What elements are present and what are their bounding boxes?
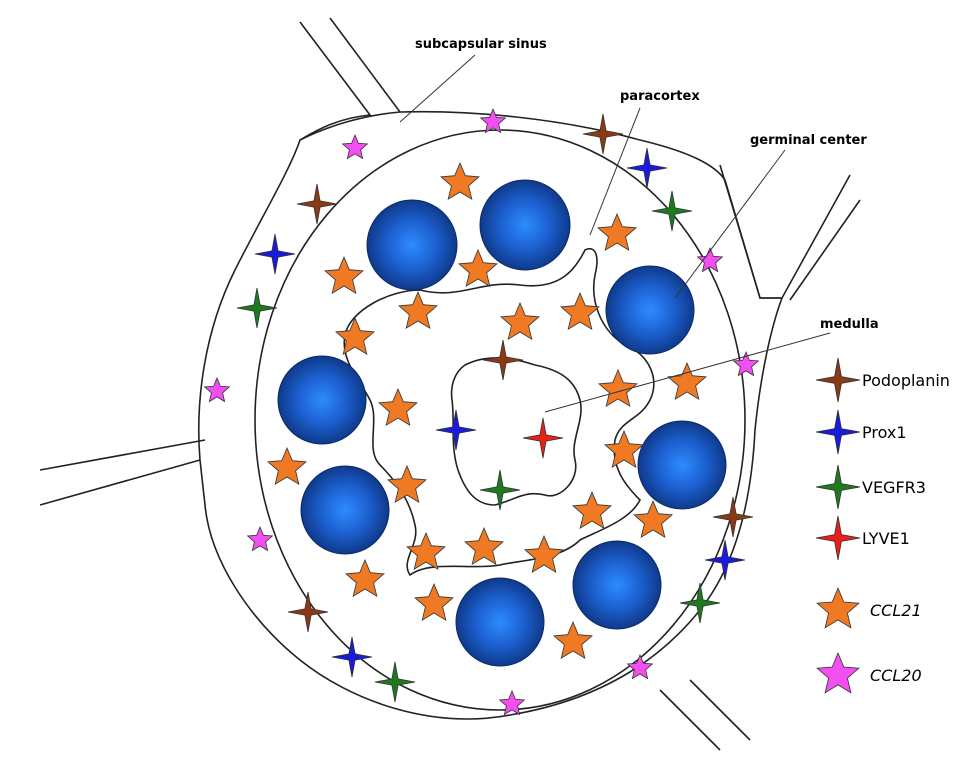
ccl21-marker bbox=[465, 528, 503, 564]
germinal-center bbox=[367, 200, 457, 290]
germinal-center bbox=[301, 466, 389, 554]
germinal-center bbox=[638, 421, 726, 509]
prox1-marker bbox=[627, 148, 667, 188]
prox1-marker bbox=[816, 410, 860, 454]
ccl20-marker bbox=[817, 653, 859, 693]
legend-label-ccl21: CCL21 bbox=[870, 601, 922, 620]
ccl21-marker bbox=[415, 584, 453, 620]
vegfr3-marker bbox=[237, 288, 277, 328]
prox1-marker bbox=[436, 410, 476, 450]
prox1-marker bbox=[255, 234, 295, 274]
podoplanin-marker bbox=[297, 184, 337, 224]
label-medulla: medulla bbox=[820, 317, 879, 332]
vessels bbox=[40, 18, 860, 750]
prox1-marker bbox=[332, 637, 372, 677]
legend-label-ccl20: CCL20 bbox=[870, 666, 922, 685]
podoplanin-marker bbox=[583, 114, 623, 154]
ccl20-marker bbox=[500, 691, 525, 715]
ccl20-marker bbox=[481, 109, 506, 133]
germinal-center bbox=[278, 356, 366, 444]
ccl21-marker bbox=[399, 292, 437, 328]
podoplanin-marker bbox=[288, 592, 328, 632]
podoplanin-marker bbox=[483, 340, 523, 380]
ccl21-marker bbox=[336, 318, 374, 354]
lyve1-marker bbox=[816, 516, 860, 560]
germinal-center bbox=[456, 578, 544, 666]
ccl21-marker bbox=[268, 448, 306, 484]
ccl20-marker bbox=[205, 378, 230, 402]
label-paracortex: paracortex bbox=[620, 89, 700, 104]
vegfr3-marker bbox=[652, 191, 692, 231]
medulla-boundary bbox=[452, 358, 581, 505]
germinal-center bbox=[606, 266, 694, 354]
ccl20-marker bbox=[734, 352, 759, 376]
legend-label-lyve1: LYVE1 bbox=[862, 529, 910, 548]
ccl21-marker bbox=[598, 214, 636, 250]
germinal-centers bbox=[278, 180, 726, 666]
ccl21-marker bbox=[388, 466, 426, 502]
lyve1-marker bbox=[523, 418, 563, 458]
prox1-marker bbox=[705, 540, 745, 580]
label-germinal-center: germinal center bbox=[750, 133, 867, 148]
podoplanin-marker bbox=[816, 358, 860, 402]
ccl21-marker bbox=[668, 363, 706, 399]
ccl21-marker bbox=[817, 588, 859, 628]
legend-label-vegfr3: VEGFR3 bbox=[862, 478, 926, 497]
vegfr3-marker bbox=[816, 465, 860, 509]
ccl20-marker bbox=[248, 527, 273, 551]
ccl21-marker bbox=[379, 389, 417, 425]
legend-label-prox1: Prox1 bbox=[862, 423, 907, 442]
ccl20-marker bbox=[343, 135, 368, 159]
germinal-center bbox=[480, 180, 570, 270]
label-subcapsular-sinus: subcapsular sinus bbox=[415, 37, 547, 52]
ccl21-marker bbox=[346, 560, 384, 596]
ccl21-marker bbox=[554, 622, 592, 658]
ccl21-marker bbox=[573, 492, 611, 528]
ccl21-marker bbox=[605, 431, 643, 467]
ccl21-marker bbox=[441, 163, 479, 199]
ccl21-marker bbox=[325, 257, 363, 293]
ccl21-marker bbox=[525, 536, 563, 572]
ccl21-marker bbox=[407, 533, 445, 569]
ccl21-marker bbox=[561, 293, 599, 329]
legend-label-podoplanin: Podoplanin bbox=[862, 371, 950, 390]
ccl21-marker bbox=[501, 303, 539, 339]
vegfr3-marker bbox=[375, 662, 415, 702]
germinal-center bbox=[573, 541, 661, 629]
